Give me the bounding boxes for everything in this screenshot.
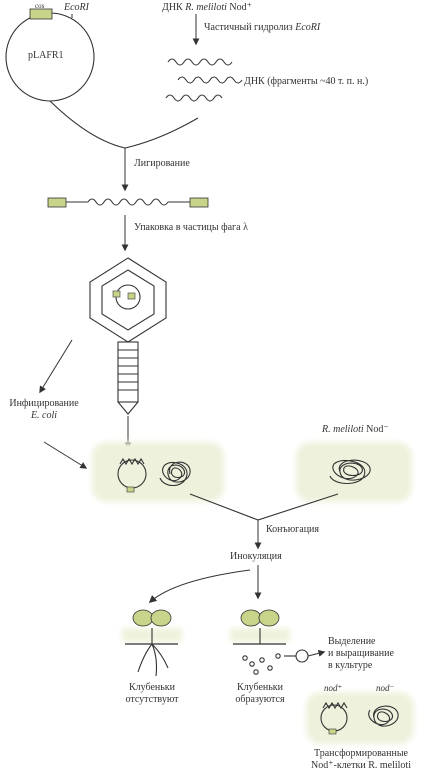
nodules-line2: образуются [235,694,285,705]
rmeliloti-nod-minus-cell [296,442,412,502]
inoculation-label: Инокуляция [230,551,282,562]
transformed-line2: Nod⁺-клетки R. meliloti [311,760,411,771]
isolation-arrow [307,649,326,657]
hydrolysis-label: Частичный гидролиз EcoRI [204,22,320,34]
recipient-suffix: Nod⁻ [366,424,389,435]
ecori-label: EcoRI [64,2,89,13]
no-nodules-line1: Клубеньки [128,682,176,693]
inoculation-arrow-left [148,569,251,604]
plasmid-to-ligation-line [49,100,126,149]
fragments-label: ДНК (фрагменты ~40 т. п. н.) [244,76,369,87]
transformed-line1: Трансформированные [314,748,408,759]
nodules-line1: Клубеньки [236,682,284,693]
conjugation-label: Конъюгация [266,524,320,535]
nod-plus-label: nod⁺ [324,683,343,693]
dna-fragments [165,58,243,102]
phage-lambda [89,257,167,415]
transformed-cells [306,692,414,744]
recipient-label: R. meliloti Nod⁻ [322,424,389,436]
cos-site-box [29,8,53,20]
dna-source-prefix: ДНК [162,2,183,13]
plant-no-nodules [122,609,182,677]
packaging-label: Упаковка в частицы фага λ [134,222,248,233]
isolation-circle [295,649,309,663]
infection-label-line1: Инфицирование [9,398,79,409]
recipient-species: R. meliloti [322,424,364,435]
isolation-line2: и выращивание [328,648,394,659]
isolation-line1: Выделение [328,636,376,647]
nod-minus-label: nod⁻ [376,683,395,693]
infection-label-line2: E. coli [30,410,58,421]
ecoli-cell [92,442,224,502]
plasmid-name: pLAFR1 [28,50,64,61]
no-nodules-line2: отсутствуют [125,694,179,705]
dna-source-suffix: Nod⁺ [229,2,252,13]
isolation-line3: в культуре [328,660,373,671]
ligation-label: Лигирование [134,158,190,169]
to-ecoli-cell-arrow [43,441,88,469]
dna-source-species: R. meliloti [185,2,227,13]
cos-label: cos [35,2,45,10]
infection-arrow [39,339,73,394]
dna-source-label: ДНК R. meliloti Nod⁺ [162,2,252,14]
fragments-to-ligation-line [124,117,199,149]
recombinant-construct [47,197,209,208]
plant-with-nodules [230,609,290,675]
hydrolysis-prefix: Частичный гидролиз [204,22,293,33]
hydrolysis-enzyme: EcoRI [295,22,321,33]
